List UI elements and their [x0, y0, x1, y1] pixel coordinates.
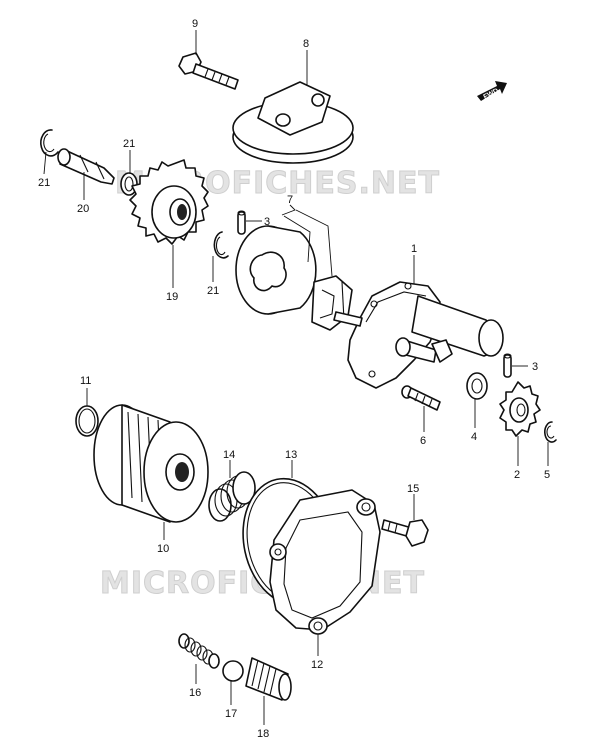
part-6-screw: [401, 385, 441, 411]
callout-13: 13: [285, 449, 297, 461]
callout-17: 17: [225, 708, 237, 720]
part-20-shaft: [57, 148, 115, 185]
callout-16: 16: [189, 687, 201, 699]
part-2-small-gear: [499, 381, 541, 437]
part-7-rotor-set: [235, 225, 353, 331]
callout-3-a: 3: [264, 216, 270, 228]
callout-2: 2: [514, 469, 520, 481]
part-8-cap: [232, 81, 354, 164]
callout-numbers: 9 8 21 21 20 19 21 3 7 1 3 11 14 13 10 6…: [38, 18, 550, 740]
part-21-circlip-c: [213, 231, 229, 259]
part-21-circlip-a: [40, 129, 59, 157]
svg-text:FWD: FWD: [482, 87, 499, 100]
part-10-oil-filter: [93, 404, 209, 523]
callout-12: 12: [311, 659, 323, 671]
part-15-bolt: [381, 519, 429, 547]
part-3-pin-a: [237, 210, 246, 235]
callout-21-a: 21: [123, 138, 135, 150]
callout-5: 5: [544, 469, 550, 481]
callout-3-b: 3: [532, 361, 538, 373]
callout-21-c: 21: [207, 285, 219, 297]
part-18-plug: [245, 657, 292, 701]
part-14-spring: [208, 471, 256, 522]
callout-7: 7: [287, 194, 293, 206]
callout-10: 10: [157, 543, 169, 555]
callout-6: 6: [420, 435, 426, 447]
callout-8: 8: [303, 38, 309, 50]
part-17-ball: [222, 660, 244, 682]
leader-lines: [43, 30, 549, 725]
part-9-bolt: [178, 52, 239, 90]
part-5-circlip: [544, 421, 557, 443]
part-3-pin-b: [503, 353, 512, 378]
part-12-filter-cover: [269, 489, 381, 635]
callout-20: 20: [77, 203, 89, 215]
part-4-washer: [466, 372, 488, 400]
part-11-o-ring: [75, 405, 99, 437]
callout-14: 14: [223, 449, 235, 461]
callout-9: 9: [192, 18, 198, 30]
callout-4: 4: [471, 431, 477, 443]
fwd-arrow-icon: FWD: [477, 81, 507, 101]
part-19-gear: [129, 159, 209, 245]
callout-21-b: 21: [38, 177, 50, 189]
part-1-pump-body: [333, 281, 504, 389]
callout-18: 18: [257, 728, 269, 740]
part-16-spring: [178, 633, 220, 669]
callout-19: 19: [166, 291, 178, 303]
callout-11: 11: [80, 375, 91, 387]
callout-1: 1: [411, 243, 417, 255]
callout-15: 15: [407, 483, 419, 495]
